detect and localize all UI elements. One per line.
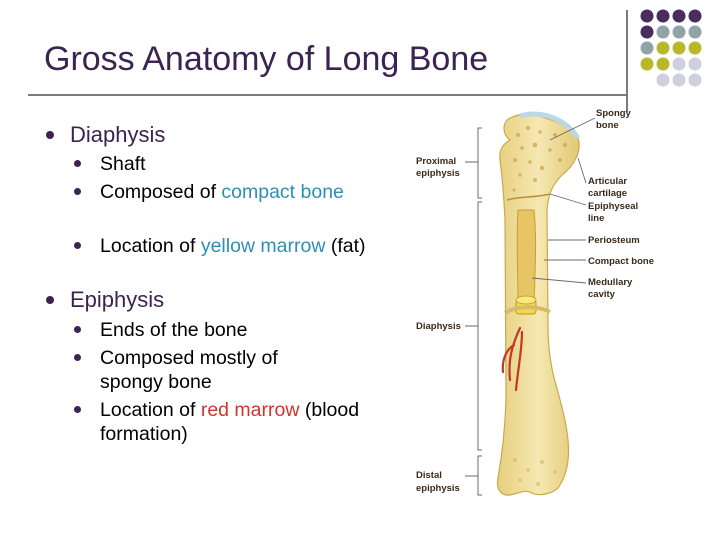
sub-bullet-dot — [74, 242, 81, 249]
highlight-compact-bone: compact bone — [221, 181, 344, 203]
label-epiphyseal-1: Epiphyseal — [588, 201, 638, 212]
label-distal-2: epiphysis — [416, 483, 460, 494]
sub-bullet-dot — [74, 354, 81, 361]
decorative-dot — [672, 73, 686, 87]
sub-bullet-dot — [74, 188, 81, 195]
spongy-bone-texture — [512, 125, 568, 192]
decorative-dot — [640, 25, 654, 39]
distal-spongy-texture — [513, 458, 557, 486]
sub-bullet-red-marrow: Location of red marrow (blood formation) — [100, 399, 360, 445]
label-proximal-1: Proximal — [416, 156, 456, 167]
leader-lines — [531, 117, 596, 284]
nutrient-artery — [501, 326, 524, 392]
bullet-dot — [46, 131, 54, 139]
label-spongy-2: bone — [596, 120, 619, 131]
sub-bullet-dot — [74, 160, 81, 167]
label-medullary-1: Medullary — [588, 277, 633, 288]
label-diaphysis: Diaphysis — [416, 321, 461, 332]
decorative-dot — [640, 41, 654, 55]
sub-bullet-dot — [74, 406, 81, 413]
label-medullary-2: cavity — [588, 289, 616, 300]
decorative-dot-grid — [640, 9, 702, 87]
decorative-dot — [656, 9, 670, 23]
decorative-dot — [688, 73, 702, 87]
sub-bullet-compact-bone: Composed of compact bone — [100, 181, 344, 203]
left-brackets — [465, 127, 482, 496]
long-bone-diagram: Proximal epiphysis Diaphysis Distal epip… — [416, 108, 654, 496]
decorative-dot — [672, 41, 686, 55]
decorative-dot — [640, 57, 654, 71]
label-periosteum: Periosteum — [588, 235, 640, 246]
label-epiphyseal-2: line — [588, 213, 604, 224]
decorative-dot — [688, 9, 702, 23]
bone-shape — [496, 113, 580, 496]
label-articular-1: Articular — [588, 176, 627, 187]
title-underline — [28, 94, 626, 96]
slide-title: Gross Anatomy of Long Bone — [44, 40, 489, 78]
decorative-dot — [688, 41, 702, 55]
sub-bullet-yellow-marrow: Location of yellow marrow (fat) — [100, 235, 366, 257]
sub-bullet-ends: Ends of the bone — [100, 319, 248, 341]
label-articular-2: cartilage — [588, 188, 627, 199]
label-proximal-2: epiphysis — [416, 168, 460, 179]
decorative-dot — [688, 25, 702, 39]
sub-bullet-shaft: Shaft — [100, 153, 146, 175]
decorative-dot — [672, 57, 686, 71]
articular-cartilage — [519, 111, 581, 140]
sub-bullet-dot — [74, 326, 81, 333]
label-distal-1: Distal — [416, 470, 442, 481]
sub-bullet-spongy: Composed mostly of spongy bone — [100, 347, 278, 393]
decorative-dot — [656, 41, 670, 55]
compact-bone-cut — [503, 305, 552, 315]
highlight-red-marrow: red marrow — [200, 399, 300, 421]
decorative-dot — [672, 9, 686, 23]
bullet-epiphysis: Epiphysis — [70, 287, 165, 312]
medullary-cavity — [516, 209, 537, 306]
label-spongy-1: Spongy — [596, 108, 632, 119]
decorative-dot — [672, 25, 686, 39]
vertical-divider — [626, 10, 628, 112]
highlight-yellow-marrow: yellow marrow — [200, 235, 326, 257]
bullet-diaphysis: Diaphysis — [70, 122, 166, 147]
label-compact-bone: Compact bone — [588, 256, 654, 267]
epiphyseal-line — [506, 193, 551, 201]
bullet-dot — [46, 296, 54, 304]
decorative-dot — [656, 25, 670, 39]
decorative-dot — [688, 57, 702, 71]
decorative-dot — [656, 57, 670, 71]
decorative-dot — [656, 73, 670, 87]
decorative-dot — [640, 9, 654, 23]
